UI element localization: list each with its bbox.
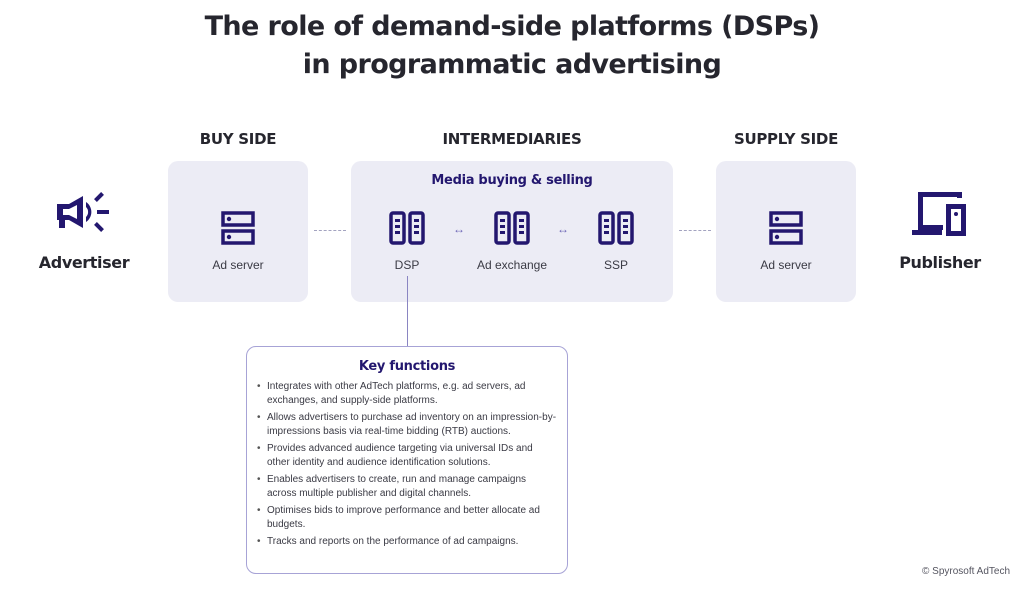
title-line-2: in programmatic advertising: [302, 49, 722, 80]
server-icon: [221, 211, 255, 245]
advertiser-label: Advertiser: [38, 253, 130, 272]
buy-side-panel: Ad server: [168, 161, 308, 302]
copyright: © Spyrosoft AdTech: [922, 566, 1010, 577]
dsp-node: DSP: [352, 211, 462, 272]
list-item: Optimises bids to improve performance an…: [257, 504, 557, 531]
publisher-label: Publisher: [899, 253, 981, 272]
server-rack-icon: [389, 211, 425, 245]
dsp-connector-line: [407, 276, 408, 346]
list-item: Integrates with other AdTech platforms, …: [257, 380, 557, 407]
advertiser: Advertiser: [24, 190, 144, 272]
key-functions-list: Integrates with other AdTech platforms, …: [247, 380, 567, 549]
title-line-1: The role of demand-side platforms (DSPs): [204, 11, 820, 42]
list-item: Provides advanced audience targeting via…: [257, 442, 557, 469]
server-rack-icon: [598, 211, 634, 245]
supply-side-heading: SUPPLY SIDE: [733, 130, 839, 148]
ssp-node: SSP: [561, 211, 671, 272]
key-functions-box: Key functions Integrates with other AdTe…: [246, 346, 568, 574]
server-rack-icon: [494, 211, 530, 245]
devices-icon: [912, 192, 966, 236]
megaphone-icon: [57, 192, 109, 232]
node-label: Ad server: [212, 258, 264, 272]
intermediaries-heading: INTERMEDIARIES: [442, 130, 582, 148]
list-item: Enables advertisers to create, run and m…: [257, 473, 557, 500]
publisher: Publisher: [880, 190, 1000, 272]
ad-exchange-node: Ad exchange: [457, 211, 567, 272]
supply-side-ad-server: Ad server: [731, 211, 841, 272]
bidirectional-arrow-icon: ↔: [453, 222, 465, 236]
node-label: DSP: [394, 258, 420, 272]
page-title: The role of demand-side platforms (DSPs)…: [0, 8, 1024, 84]
bidirectional-arrow-icon: ↔: [557, 222, 569, 236]
node-label: Ad server: [760, 258, 812, 272]
dashed-connector: [314, 230, 346, 231]
server-icon: [769, 211, 803, 245]
buy-side-ad-server: Ad server: [183, 211, 293, 272]
intermediaries-panel: Media buying & selling DSP Ad exchange S…: [351, 161, 673, 302]
media-buying-selling-label: Media buying & selling: [431, 173, 593, 188]
key-functions-title: Key functions: [358, 359, 456, 374]
list-item: Allows advertisers to purchase ad invent…: [257, 411, 557, 438]
dashed-connector: [679, 230, 711, 231]
supply-side-panel: Ad server: [716, 161, 856, 302]
list-item: Tracks and reports on the performance of…: [257, 535, 557, 549]
node-label: SSP: [603, 258, 628, 272]
buy-side-heading: BUY SIDE: [199, 130, 277, 148]
node-label: Ad exchange: [476, 258, 548, 272]
